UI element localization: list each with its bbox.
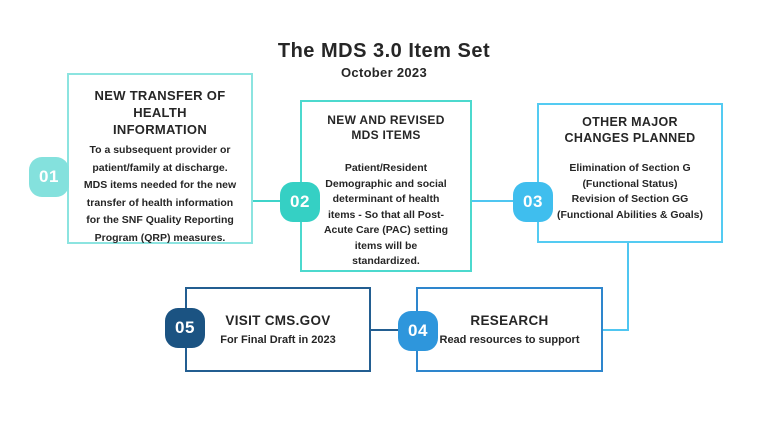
step5-number-badge: 05	[165, 308, 205, 348]
connector-step1-step2	[253, 200, 282, 202]
step2-number-badge: 02	[280, 182, 320, 222]
step1-description: To a subsequent provider or patient/fami…	[83, 144, 237, 244]
connector-step3-step4-horizontal	[602, 329, 629, 331]
step4-description: Read resources to support	[439, 333, 580, 346]
step1-number-badge: 01	[29, 157, 69, 197]
connector-step2-step3	[472, 200, 515, 202]
connector-step5-step4	[370, 329, 400, 331]
step5-card: VISIT CMS.GOV For Final Draft in 2023	[185, 287, 371, 372]
page-subtitle: October 2023	[341, 65, 427, 80]
step2-card: NEW AND REVISED MDS ITEMS Patient/Reside…	[300, 100, 472, 272]
page-title: The MDS 3.0 Item Set	[277, 40, 491, 62]
connector-step3-step4-vertical	[627, 243, 629, 331]
step3-card: OTHER MAJOR CHANGES PLANNED Elimination …	[537, 103, 723, 243]
step3-title: OTHER MAJOR CHANGES PLANNED	[564, 115, 696, 145]
step4-title: RESEARCH	[470, 312, 549, 328]
step4-number-badge: 04	[398, 311, 438, 351]
step1-card: NEW TRANSFER OF HEALTH INFORMATION To a …	[67, 73, 253, 244]
step2-description: Patient/Resident Demographic and social …	[323, 162, 449, 267]
step2-title: NEW AND REVISED MDS ITEMS	[327, 113, 445, 142]
step3-number-badge: 03	[513, 182, 553, 222]
step1-title: NEW TRANSFER OF HEALTH INFORMATION	[94, 88, 226, 137]
step3-description: Elimination of Section G (Functional Sta…	[556, 162, 704, 221]
step5-title: VISIT CMS.GOV	[225, 312, 331, 328]
step4-card: RESEARCH Read resources to support	[416, 287, 603, 372]
step5-description: For Final Draft in 2023	[220, 333, 336, 346]
